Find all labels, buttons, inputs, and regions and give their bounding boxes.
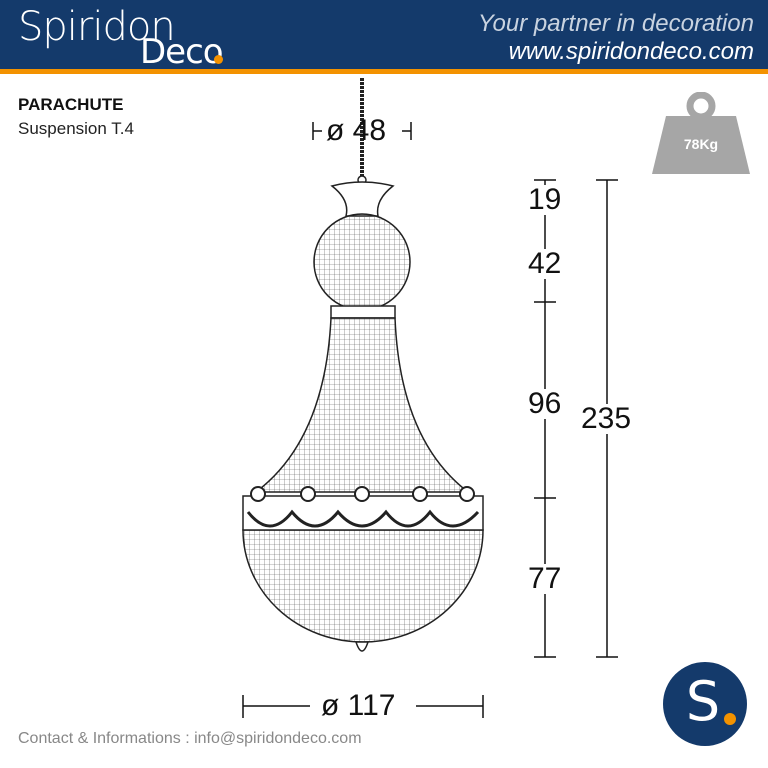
top-diameter-label: ø 48 [326, 114, 387, 147]
logo-text-deco: Deco [140, 32, 224, 72]
badge-letter: S [685, 670, 721, 733]
header-banner: Spiridon Deco Your partner in decoration… [0, 0, 768, 74]
height-segment-2: 42 [528, 247, 562, 280]
contact-info: Contact & Informations : info@spiridonde… [18, 730, 362, 747]
bottom-diameter-label: ø 117 [321, 689, 396, 722]
product-name: PARACHUTE [18, 95, 124, 114]
height-segment-1: 19 [528, 183, 562, 216]
total-height-label: 235 [581, 402, 632, 435]
logo-text: Spiridon [18, 4, 176, 50]
tagline: Your partner in decoration [477, 10, 754, 37]
product-type: Suspension T.4 [18, 119, 134, 138]
website-link[interactable]: www.spiridondeco.com [508, 38, 754, 65]
logo-dot [214, 55, 223, 64]
height-segment-4: 77 [528, 562, 562, 595]
brand-badge: S [663, 662, 747, 746]
weight-icon: 78Kg [650, 92, 752, 176]
height-segment-3: 96 [528, 387, 562, 420]
dimension-lines [242, 122, 618, 718]
weight-value: 78Kg [683, 136, 719, 152]
badge-dot [724, 713, 736, 725]
